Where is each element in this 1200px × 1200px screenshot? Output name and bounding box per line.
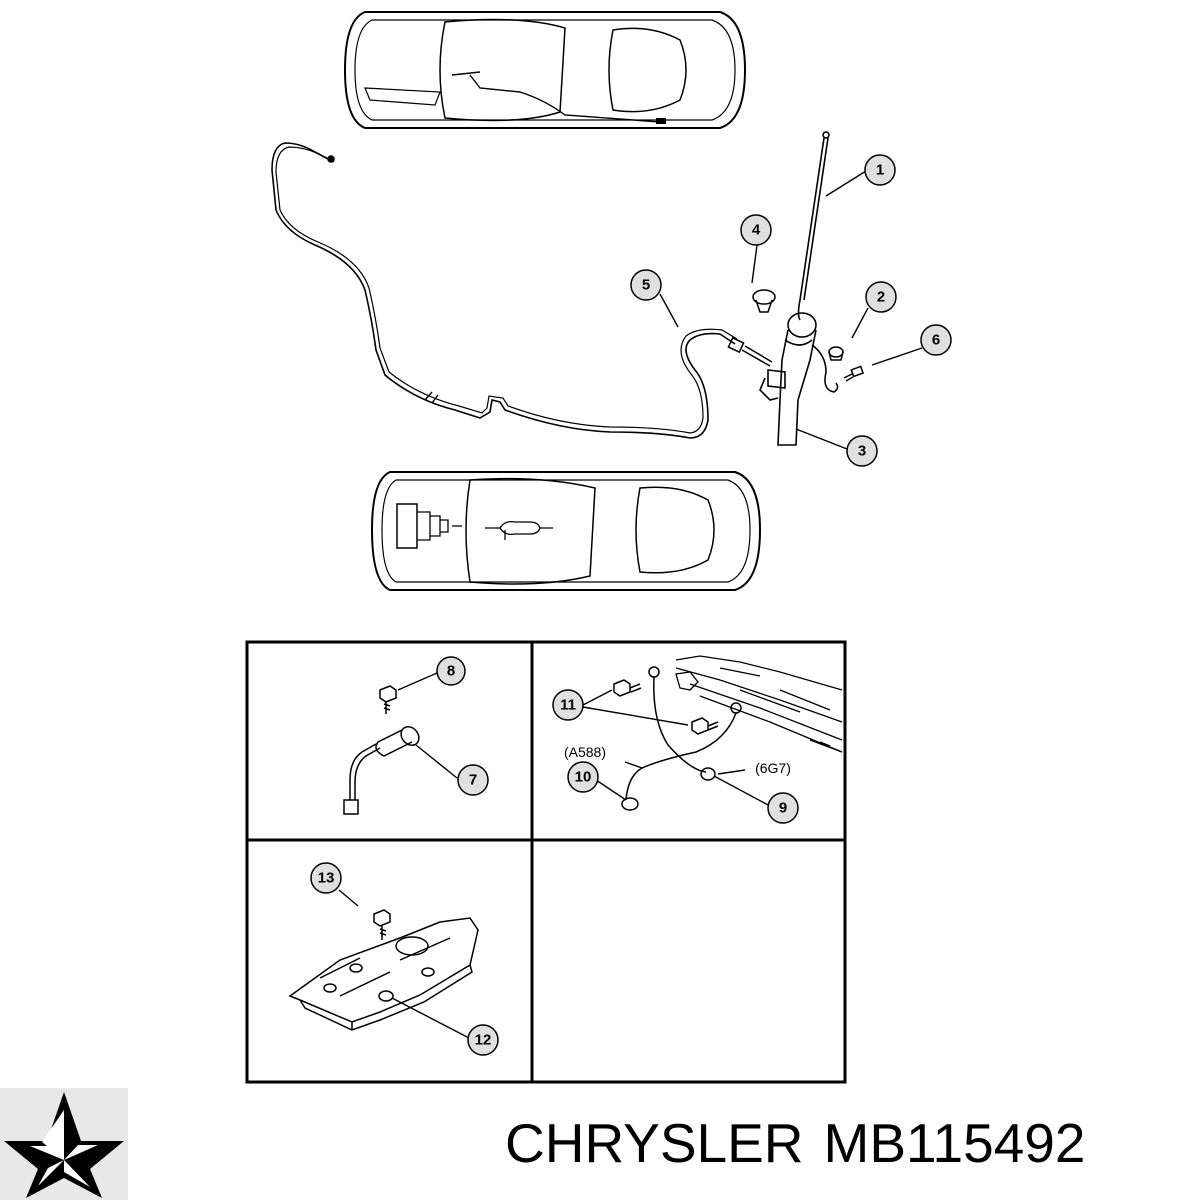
callout-12: 12 [467, 1024, 499, 1056]
callout-8: 8 [436, 656, 466, 686]
callout-6-label: 6 [932, 332, 940, 349]
callout-10: 10 [567, 761, 599, 793]
callout-leaders-upper [659, 170, 923, 450]
callout-5-label: 5 [642, 277, 650, 294]
callout-2: 2 [865, 281, 897, 313]
part-13-bolt-illustration [373, 909, 391, 940]
callout-7-label: 7 [469, 772, 477, 789]
callout-10-label: 10 [575, 769, 592, 786]
callout-4: 4 [740, 214, 772, 246]
brand-name: CHRYSLER [505, 1112, 804, 1174]
callout-5: 5 [630, 269, 662, 301]
part-6-screw-illustration [843, 365, 865, 382]
ground-wires-illustration [621, 666, 742, 811]
callout-3: 3 [846, 435, 878, 467]
callout-11: 11 [552, 689, 584, 721]
callout-6: 6 [920, 324, 952, 356]
part-7-sensor-illustration [343, 726, 420, 815]
callout-9-label: 9 [779, 800, 787, 817]
callout-3-label: 3 [858, 443, 866, 460]
body-structure-illustration [675, 655, 843, 753]
callout-13: 13 [310, 862, 342, 894]
part-12-bracket-illustration [288, 917, 479, 1031]
callout-leaders-panel-a [397, 672, 458, 779]
callout-13-label: 13 [318, 870, 335, 887]
code-a588-label: (A588) [564, 744, 606, 760]
panel-parts-9-10-11: 11 10 9 (A588) (6G7) [552, 655, 843, 824]
bottom-car-illustration [370, 471, 762, 591]
part-11-bolts-illustration [613, 679, 719, 735]
callout-4-label: 4 [752, 222, 761, 239]
part-8-bolt-illustration [379, 685, 397, 714]
antenna-mast-illustration [759, 131, 839, 446]
callout-11-label: 11 [560, 697, 576, 714]
callout-12-label: 12 [475, 1032, 492, 1049]
callout-7: 7 [457, 764, 489, 796]
code-6g7-label: (6G7) [755, 760, 791, 776]
callout-8-label: 8 [447, 663, 455, 680]
part-4-plug-illustration [752, 289, 776, 313]
part-number: MB115492 [823, 1112, 1086, 1174]
panel-parts-7-8: 8 7 [343, 656, 489, 815]
top-car-illustration [343, 11, 747, 129]
antenna-cable-illustration [271, 142, 738, 439]
detail-panels-grid [245, 640, 847, 1084]
chrysler-pentastar-logo [0, 1088, 128, 1200]
callout-2-label: 2 [877, 289, 885, 306]
callout-leaders-panel-b [582, 689, 771, 807]
part-2-nut-illustration [828, 346, 844, 361]
panel-parts-12-13: 13 12 [288, 862, 499, 1056]
cable-connector-illustration [727, 336, 773, 367]
callout-leaders-panel-c [338, 889, 470, 1039]
callout-9: 9 [767, 792, 799, 824]
part-caption: CHRYSLER MB115492 [505, 1108, 1195, 1178]
callout-1: 1 [864, 154, 896, 186]
callout-1-label: 1 [876, 162, 884, 179]
